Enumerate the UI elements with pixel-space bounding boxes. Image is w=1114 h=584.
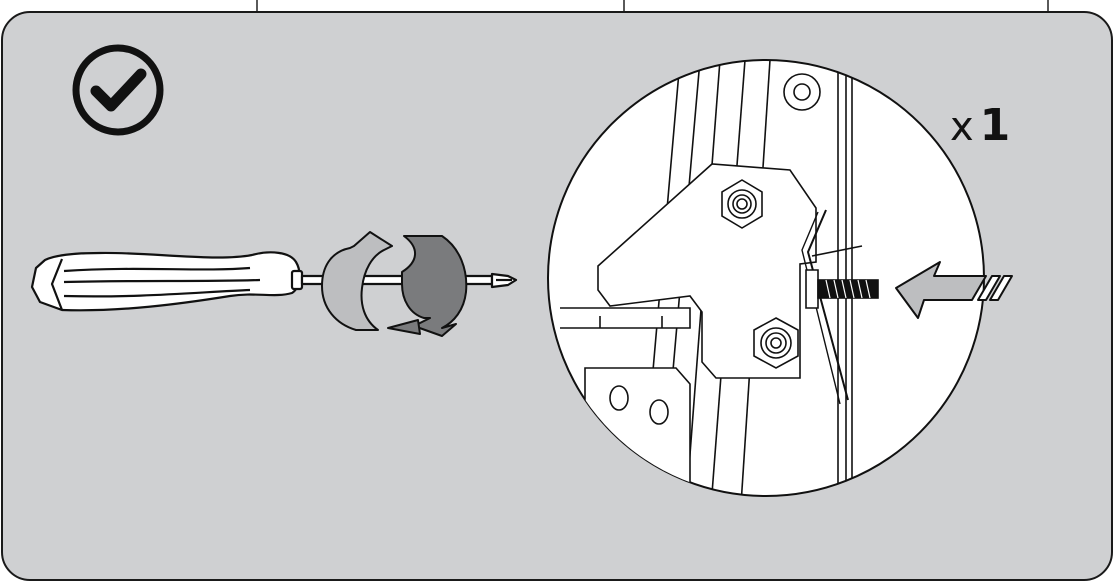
rotation-arrows-icon (321, 231, 468, 337)
previous-panel-edge (256, 0, 1049, 12)
quantity-prefix: x (950, 104, 974, 150)
insert-direction-arrow-icon (895, 261, 1013, 319)
quantity-value: 1 (979, 100, 1011, 151)
checkmark-circle-icon (72, 44, 164, 136)
phillips-screwdriver-icon (30, 251, 518, 312)
